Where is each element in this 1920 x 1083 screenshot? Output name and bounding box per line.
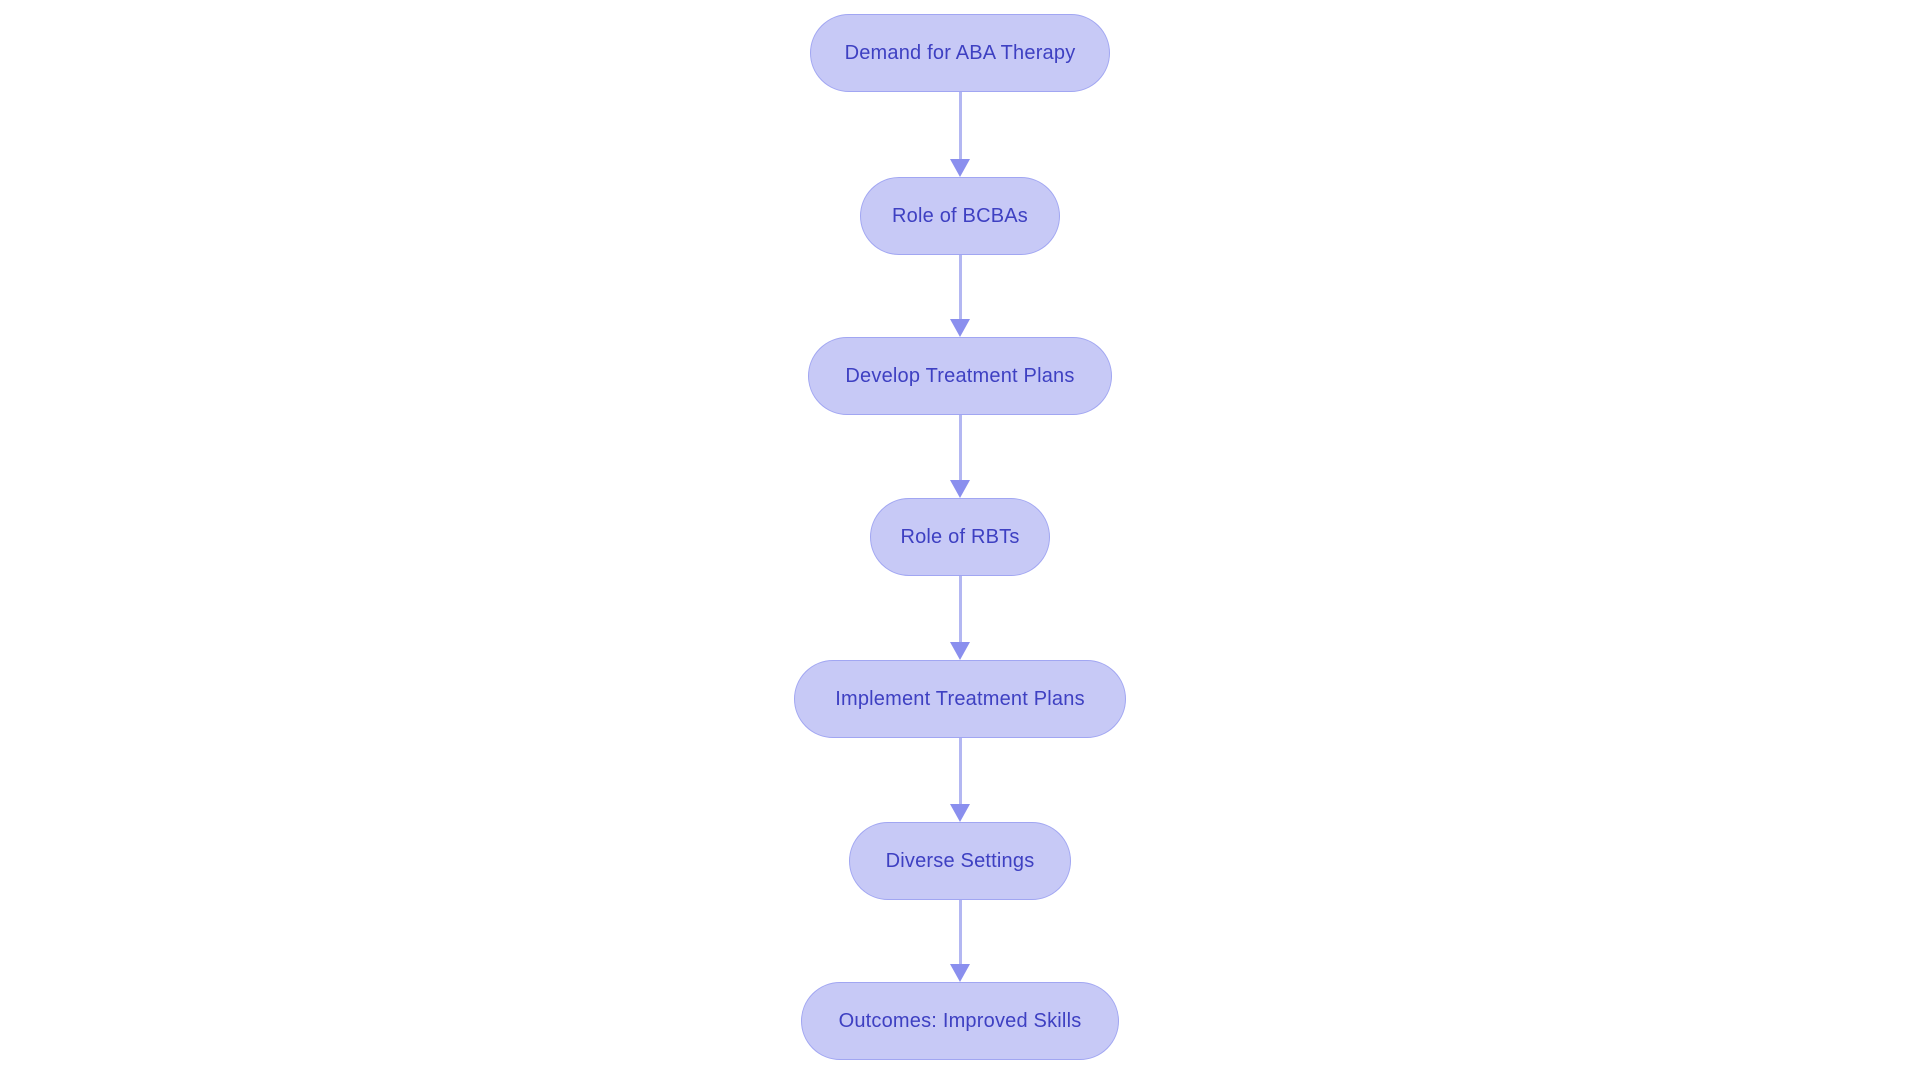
flow-arrow-1: [949, 92, 971, 177]
arrow-line: [958, 255, 962, 319]
flow-arrow-4: [949, 576, 971, 660]
flow-arrow-3: [949, 415, 971, 498]
arrow-head-down-icon: [950, 319, 970, 337]
flow-node-develop-treatment-plans: Develop Treatment Plans: [808, 337, 1112, 415]
flow-node-role-of-bcbas: Role of BCBAs: [860, 177, 1060, 255]
node-label: Outcomes: Improved Skills: [838, 1009, 1082, 1032]
arrow-line: [958, 576, 962, 642]
flow-arrow-2: [949, 255, 971, 337]
flow-arrow-5: [949, 738, 971, 822]
node-label: Develop Treatment Plans: [845, 364, 1075, 387]
arrow-head-down-icon: [950, 804, 970, 822]
flow-node-outcomes-improved-skills: Outcomes: Improved Skills: [801, 982, 1119, 1060]
node-label: Role of RBTs: [900, 525, 1020, 548]
arrow-head-down-icon: [950, 964, 970, 982]
arrow-line: [958, 738, 962, 804]
arrow-line: [958, 900, 962, 964]
node-label: Demand for ABA Therapy: [844, 41, 1076, 64]
flow-node-role-of-rbts: Role of RBTs: [870, 498, 1050, 576]
flow-node-implement-treatment-plans: Implement Treatment Plans: [794, 660, 1126, 738]
flow-node-diverse-settings: Diverse Settings: [849, 822, 1071, 900]
node-label: Diverse Settings: [885, 849, 1035, 872]
arrow-line: [958, 92, 962, 159]
arrow-head-down-icon: [950, 642, 970, 660]
flow-arrow-6: [949, 900, 971, 982]
arrow-head-down-icon: [950, 159, 970, 177]
flow-node-demand-aba-therapy: Demand for ABA Therapy: [810, 14, 1110, 92]
node-label: Role of BCBAs: [892, 204, 1028, 227]
arrow-head-down-icon: [950, 480, 970, 498]
arrow-line: [958, 415, 962, 480]
node-label: Implement Treatment Plans: [835, 687, 1085, 710]
